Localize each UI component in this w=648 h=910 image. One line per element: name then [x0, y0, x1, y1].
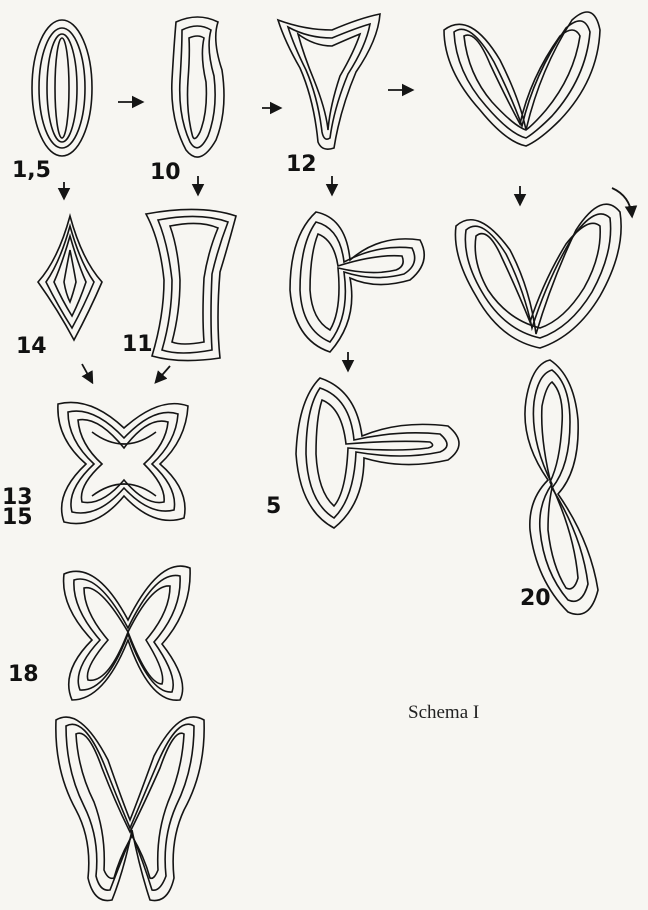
- shape-13-15-x: [58, 402, 188, 523]
- label-5: 5: [266, 496, 281, 518]
- label-12: 12: [286, 154, 317, 176]
- label-18: 18: [8, 664, 39, 686]
- shape-12-y: [278, 14, 380, 149]
- arrow-curved-rotate: [612, 188, 632, 216]
- shape-20-double: [525, 360, 598, 614]
- shape-12-branched: [290, 212, 424, 352]
- arrow-11-to-x: [156, 366, 170, 382]
- shape-5-branched: [296, 378, 459, 528]
- shape-bottom-split: [56, 717, 204, 901]
- label-11: 11: [122, 334, 153, 356]
- shape-v-open: [444, 12, 600, 146]
- label-14: 14: [16, 336, 47, 358]
- arrow-14-to-x: [82, 364, 92, 382]
- label-15: 15: [2, 508, 33, 528]
- label-1-5: 1,5: [12, 160, 51, 182]
- label-10: 10: [150, 162, 181, 184]
- shape-1-5-ellipse: [32, 20, 92, 156]
- figure-caption: Schema I: [408, 702, 479, 724]
- shape-11-bone: [146, 209, 236, 360]
- shape-v-wide: [455, 204, 621, 348]
- label-20: 20: [520, 588, 551, 610]
- shape-18-butterfly: [64, 566, 191, 700]
- shape-14-diamond: [38, 216, 102, 340]
- shape-10-club: [172, 17, 224, 157]
